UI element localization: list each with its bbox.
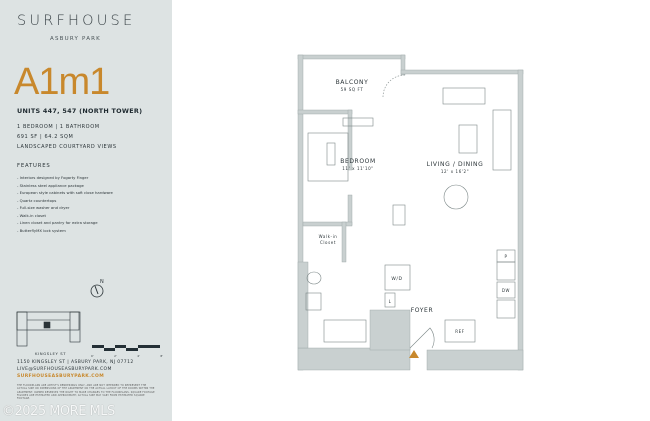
address: 1150 KINGSLEY ST | ASBURY PARK, NJ 07712 bbox=[17, 360, 134, 365]
scale-label: 2' bbox=[114, 354, 117, 358]
linen-shelves bbox=[392, 204, 406, 226]
keyplan-graphic: N KINGSLEY ST bbox=[16, 279, 160, 356]
website-link[interactable]: SURFHOUSEASBURYPARK.COM bbox=[17, 374, 105, 379]
scale-label: 4' bbox=[137, 354, 140, 358]
room-label-closet: Walk-in bbox=[319, 234, 338, 239]
toilet-icon bbox=[306, 271, 322, 285]
label-washer-dryer: W/D bbox=[391, 276, 402, 282]
label-dishwasher: DW bbox=[502, 288, 510, 293]
refrigerator-box bbox=[444, 319, 476, 343]
brand-logo: SURFHOUSE bbox=[17, 13, 136, 29]
feature-item: - ButterflyMX lock system bbox=[17, 227, 66, 233]
feature-item: - Linen closet and pantry for extra stor… bbox=[17, 220, 98, 225]
room-label-closet-2: Closet bbox=[320, 240, 336, 245]
scale-label: 0' bbox=[91, 354, 94, 358]
room-size-balcony: 59 SQ FT bbox=[341, 87, 364, 92]
disclaimer: THE FLOORPLANS ARE ARTIST'S RENDERINGS O… bbox=[17, 384, 155, 401]
walls bbox=[297, 54, 524, 371]
building-keyplan-icon bbox=[16, 311, 81, 347]
features-heading: FEATURES bbox=[17, 163, 51, 169]
kitchen-sink-icon bbox=[496, 299, 516, 319]
watermark: ©2025 MORE MLS bbox=[2, 404, 115, 419]
label-linen: L bbox=[389, 299, 392, 304]
room-size-living: 12' x 16'2" bbox=[441, 169, 469, 174]
room-label-bedroom: BEDROOM bbox=[340, 158, 376, 165]
dishwasher-box bbox=[496, 281, 516, 299]
brand-subtitle: ASBURY PARK bbox=[50, 36, 101, 42]
scale-bar-icon bbox=[92, 345, 160, 351]
keyplan-street: KINGSLEY ST bbox=[35, 351, 66, 356]
entry-arrow-icon bbox=[409, 350, 419, 358]
dresser-icon bbox=[342, 117, 374, 127]
bathtub-icon bbox=[323, 319, 367, 343]
washer-dryer-box bbox=[384, 264, 411, 291]
units-heading: UNITS 447, 547 (NORTH TOWER) bbox=[17, 107, 143, 115]
scale-labels: 0' 2' 4' 8' bbox=[91, 354, 163, 358]
spec-rooms: 1 BEDROOM | 1 BATHROOM bbox=[17, 124, 100, 130]
label-refrigerator: REF bbox=[455, 329, 465, 334]
coffee-table-icon bbox=[458, 124, 478, 154]
feature-item: - Stainless steel appliance package bbox=[17, 182, 84, 188]
feature-item: - European style cabinets with soft clos… bbox=[17, 190, 113, 195]
linen-box bbox=[384, 292, 396, 308]
feature-item: - Quartz countertops bbox=[17, 197, 57, 203]
room-label-living: LIVING / DINING bbox=[427, 161, 484, 168]
room-label-balcony: BALCONY bbox=[336, 79, 369, 86]
scale-label: 8' bbox=[160, 354, 163, 358]
plan-name: A1m1 bbox=[14, 61, 110, 103]
stove-icon bbox=[496, 261, 516, 281]
sofa-icon bbox=[492, 109, 512, 171]
spec-area: 691 SF | 64.2 SQM bbox=[17, 134, 74, 140]
feature-item: - Walk-in closet bbox=[17, 212, 46, 218]
email-link[interactable]: LIVE@SURFHOUSEASBURYPARK.COM bbox=[17, 367, 112, 372]
dining-table-icon bbox=[443, 184, 469, 210]
feature-item: - Full-size washer and dryer bbox=[17, 205, 70, 210]
sink-icon bbox=[305, 292, 322, 311]
balcony-door-swing bbox=[382, 74, 406, 98]
compass-label: N bbox=[100, 279, 104, 285]
entry-door-swing bbox=[409, 327, 435, 349]
fixtures bbox=[305, 74, 516, 349]
room-label-foyer: FOYER bbox=[411, 307, 433, 314]
feature-item: - Interiors designed by Fogarty Finger bbox=[17, 175, 89, 180]
info-sidebar: SURFHOUSE ASBURY PARK A1m1 UNITS 447, 54… bbox=[0, 0, 172, 421]
label-pantry: P bbox=[504, 254, 507, 259]
room-size-bedroom: 11' x 11'10" bbox=[342, 166, 373, 171]
sofa-icon bbox=[442, 87, 486, 105]
bed-icon bbox=[307, 132, 349, 182]
spec-views: LANDSCAPED COURTYARD VIEWS bbox=[17, 144, 117, 150]
compass-icon: N bbox=[90, 279, 104, 298]
features-list: - Interiors designed by Fogarty Finger -… bbox=[17, 174, 113, 234]
